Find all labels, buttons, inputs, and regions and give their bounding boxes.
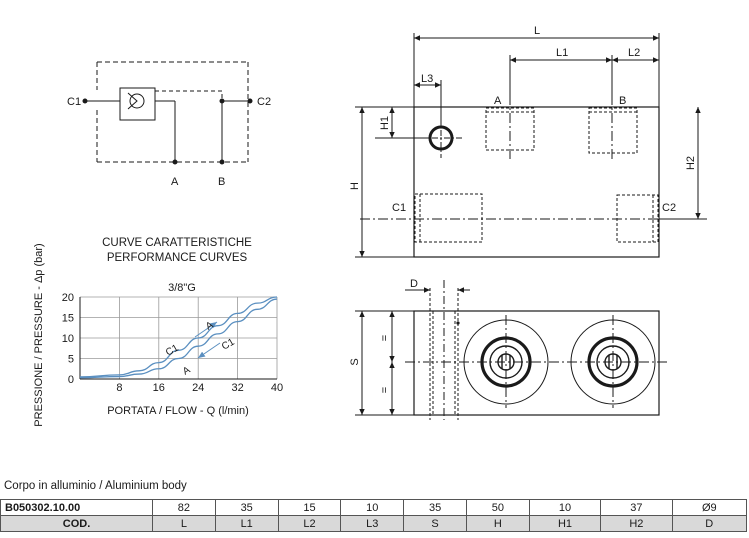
chart-size-label: 3/8"G [168, 282, 196, 294]
chart-x-tick-label: 32 [231, 382, 243, 394]
value-H1: 10 [528, 499, 602, 516]
curve-label-c1-top: C1 [164, 342, 181, 358]
chart-y-tick-label: 10 [62, 333, 74, 345]
table-row-values: B050302.10.00 82 35 15 10 35 50 10 37 Ø9 [0, 499, 748, 516]
chart-series-line-1 [79, 296, 278, 378]
chart-y-tick-label: 15 [62, 313, 74, 325]
header-D: D [671, 515, 748, 532]
chart-x-tick-label: 16 [153, 382, 165, 394]
value-H2: 37 [600, 499, 673, 516]
dim-H2-label: H2 [685, 156, 697, 170]
value-D: Ø9 [671, 499, 748, 516]
schematic-port-b: B [218, 176, 225, 188]
center-dot [456, 321, 460, 325]
header-H1: H1 [528, 515, 602, 532]
dim-D-label: D [410, 278, 418, 290]
dim-L-label: L [534, 25, 540, 37]
front-view [355, 33, 707, 258]
dim-H-label: H [349, 182, 361, 190]
code-value: B050302.10.00 [0, 499, 153, 516]
header-S: S [403, 515, 467, 532]
flow-arrow-c1-a [194, 321, 218, 338]
chart-y-axis-label: PRESSIONE / PRESSURE - Δp (bar) [33, 243, 45, 426]
chart-x-tick-label: 40 [271, 382, 283, 394]
front-port-c2: C2 [662, 202, 676, 214]
performance-chart: 8 16 24 32 40 0 5 10 15 20 [62, 292, 283, 394]
body-material-caption: Corpo in alluminio / Aluminium body [4, 480, 187, 492]
header-H: H [465, 515, 530, 532]
curves-title-en: PERFORMANCE CURVES [107, 252, 248, 264]
front-port-c1: C1 [392, 202, 406, 214]
schematic-port-c1: C1 [67, 96, 81, 108]
flow-arrow-a-c1 [197, 342, 221, 359]
front-view-body [413, 106, 660, 258]
header-L2: L2 [277, 515, 342, 532]
dim-L2-label: L2 [628, 47, 640, 59]
value-H: 50 [465, 499, 530, 516]
dim-S-label: S [349, 358, 361, 365]
value-L2: 15 [277, 499, 342, 516]
front-port-b: B [619, 95, 626, 107]
dimension-table: B050302.10.00 82 35 15 10 35 50 10 37 Ø9… [0, 499, 748, 532]
technical-drawing: C1 C2 A B CURVE CARATTERISTICHE PERFORMA… [33, 25, 707, 427]
equal-mark-lower: = [379, 387, 391, 393]
hydraulic-schematic [82, 61, 253, 165]
equal-mark-upper: = [379, 335, 391, 341]
table-row-headers: COD. L L1 L2 L3 S H H1 H2 D [0, 515, 748, 532]
chart-x-tick-label: 8 [116, 382, 122, 394]
chart-x-tick-label: 24 [192, 382, 204, 394]
schematic-port-a: A [171, 176, 179, 188]
top-view [355, 280, 670, 420]
value-L3: 10 [340, 499, 405, 516]
header-L3: L3 [340, 515, 405, 532]
value-S: 35 [403, 499, 467, 516]
header-L: L [152, 515, 216, 532]
value-L1: 35 [214, 499, 279, 516]
curve-label-a-bottom: A [181, 365, 193, 378]
curve-label-c1-bottom: C1 [220, 336, 237, 352]
value-L: 82 [152, 499, 216, 516]
chart-series-line-2 [79, 298, 278, 379]
chart-x-axis-label: PORTATA / FLOW - Q (l/min) [107, 405, 249, 417]
chart-y-tick-label: 5 [68, 354, 74, 366]
code-header: COD. [0, 515, 153, 532]
front-port-a: A [494, 95, 502, 107]
chart-y-tick-label: 20 [62, 292, 74, 304]
schematic-port-c2: C2 [257, 96, 271, 108]
dim-L1-label: L1 [556, 47, 568, 59]
dim-H1-label: H1 [379, 116, 391, 130]
chart-y-tick-label: 0 [68, 374, 74, 386]
header-H2: H2 [600, 515, 673, 532]
header-L1: L1 [214, 515, 279, 532]
check-valve-symbol [119, 87, 156, 121]
dim-L3-label: L3 [421, 73, 433, 85]
top-view-body [413, 310, 660, 416]
curves-title-it: CURVE CARATTERISTICHE [102, 237, 252, 249]
curve-label-a-top: A [204, 320, 216, 333]
